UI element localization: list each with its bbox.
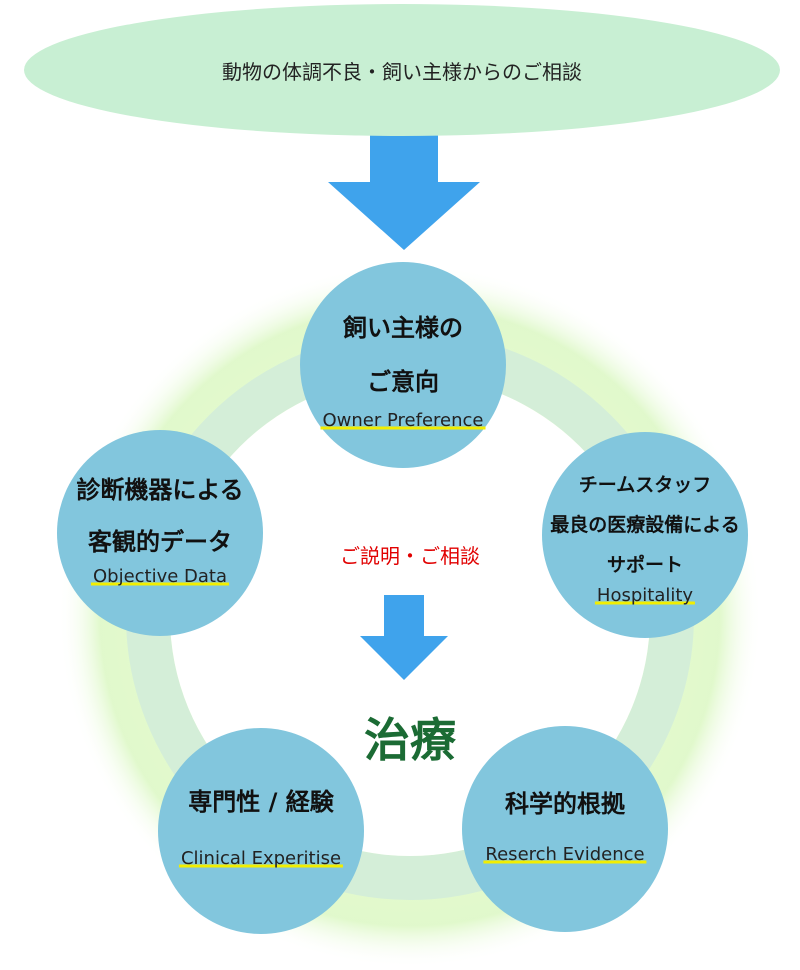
- consultation-ellipse: 動物の体調不良・飼い主様からのご相談: [24, 4, 780, 136]
- node-owner-title-2: ご意向: [367, 368, 439, 396]
- node-hospitality-title-1: チームスタッフ: [578, 474, 712, 496]
- node-clinical-title: 専門性 / 経験: [188, 788, 334, 816]
- node-hospitality-title-3: サポート: [606, 554, 683, 576]
- node-hospitality-en: Hospitality: [594, 585, 696, 606]
- explanation-label: ご説明・ご相談: [340, 544, 480, 568]
- consultation-text: 動物の体調不良・飼い主様からのご相談: [222, 59, 582, 84]
- node-research-evidence: 科学的根拠 Reserch Evidence: [462, 726, 668, 932]
- node-objective-en: Objective Data: [90, 566, 230, 587]
- node-objective-title-1: 診断機器による: [76, 476, 244, 504]
- node-hospitality: チームスタッフ 最良の医療設備による サポート Hospitality: [542, 432, 748, 638]
- down-arrow-icon: [328, 132, 480, 250]
- node-research-title: 科学的根拠: [505, 790, 625, 818]
- node-clinical-en: Clinical Experitise: [178, 848, 344, 869]
- treatment-title: 治療: [364, 713, 456, 767]
- node-research-en: Reserch Evidence: [483, 844, 647, 865]
- down-arrow-icon: [360, 595, 448, 680]
- node-clinical-expertise: 専門性 / 経験 Clinical Experitise: [158, 728, 364, 934]
- node-objective-data: 診断機器による 客観的データ Objective Data: [57, 430, 263, 636]
- node-owner-title-1: 飼い主様の: [343, 314, 463, 342]
- node-hospitality-title-2: 最良の医療設備による: [550, 514, 740, 536]
- node-objective-title-2: 客観的データ: [88, 528, 232, 556]
- node-owner-en: Owner Preference: [320, 410, 486, 431]
- node-owner-preference: 飼い主様の ご意向 Owner Preference: [300, 262, 506, 468]
